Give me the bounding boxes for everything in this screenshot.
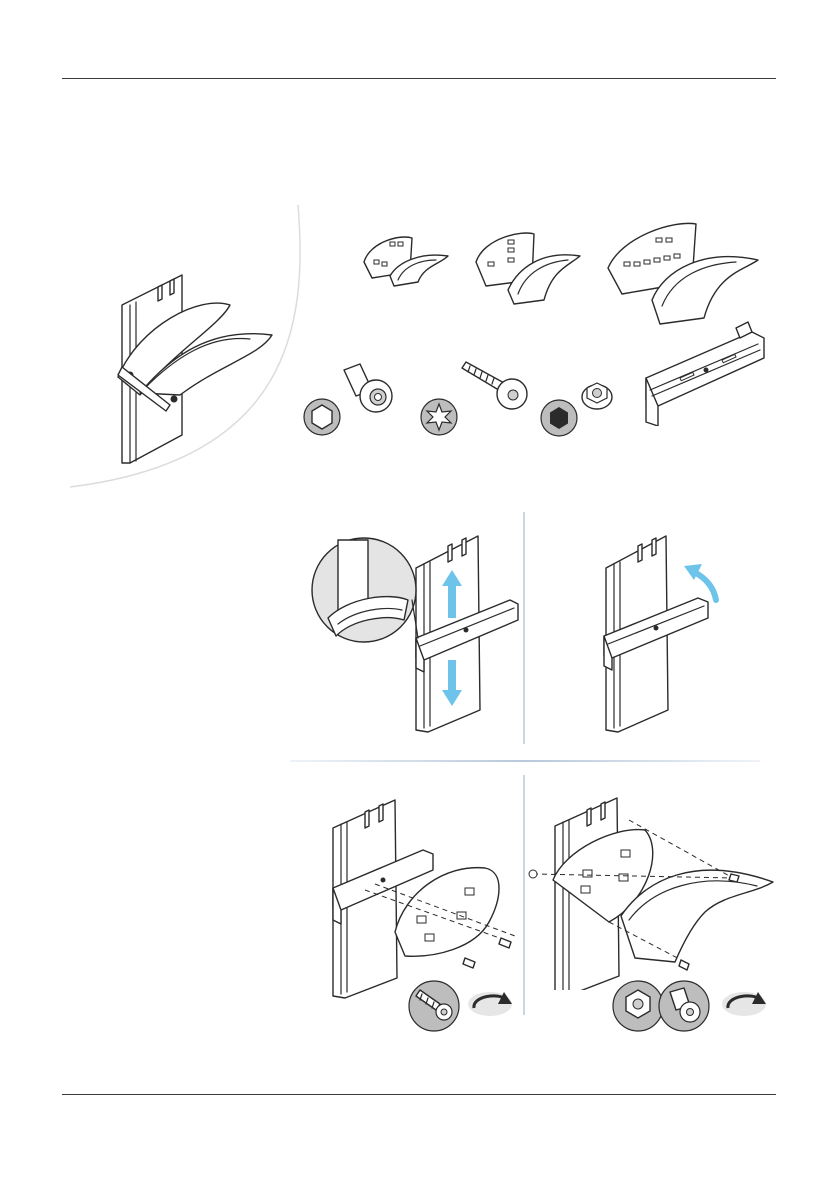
assembled-fender-icon [100, 265, 280, 470]
step-bolt-fender-icon [525, 790, 775, 990]
shoulder-bolt-detail-icon [658, 980, 710, 1032]
small-plate-set-icon [360, 232, 452, 292]
step-slide-clamp-icon [308, 520, 523, 742]
torx-screw-detail-icon [408, 980, 460, 1032]
torx-screw-icon [458, 358, 532, 414]
large-plate-set-icon [604, 218, 762, 328]
step-divider-vertical-top [523, 512, 525, 744]
hex-nut-icon [540, 399, 578, 437]
hex-socket-icon [303, 398, 341, 436]
mounting-clamp-icon [640, 318, 770, 426]
tighten-clockwise-icon [464, 986, 516, 1022]
tighten-clockwise-icon-2 [718, 986, 770, 1022]
medium-plate-set-icon [472, 228, 584, 308]
header-rule [62, 78, 776, 79]
torx-icon [420, 398, 458, 436]
footer-rule [62, 1094, 776, 1095]
flange-nut-detail-icon [612, 980, 664, 1032]
shoulder-bolt-icon [338, 360, 396, 418]
flange-nut-icon [580, 378, 614, 412]
step-rotate-clamp-icon [590, 518, 725, 740]
step-divider-horizontal [290, 760, 760, 762]
